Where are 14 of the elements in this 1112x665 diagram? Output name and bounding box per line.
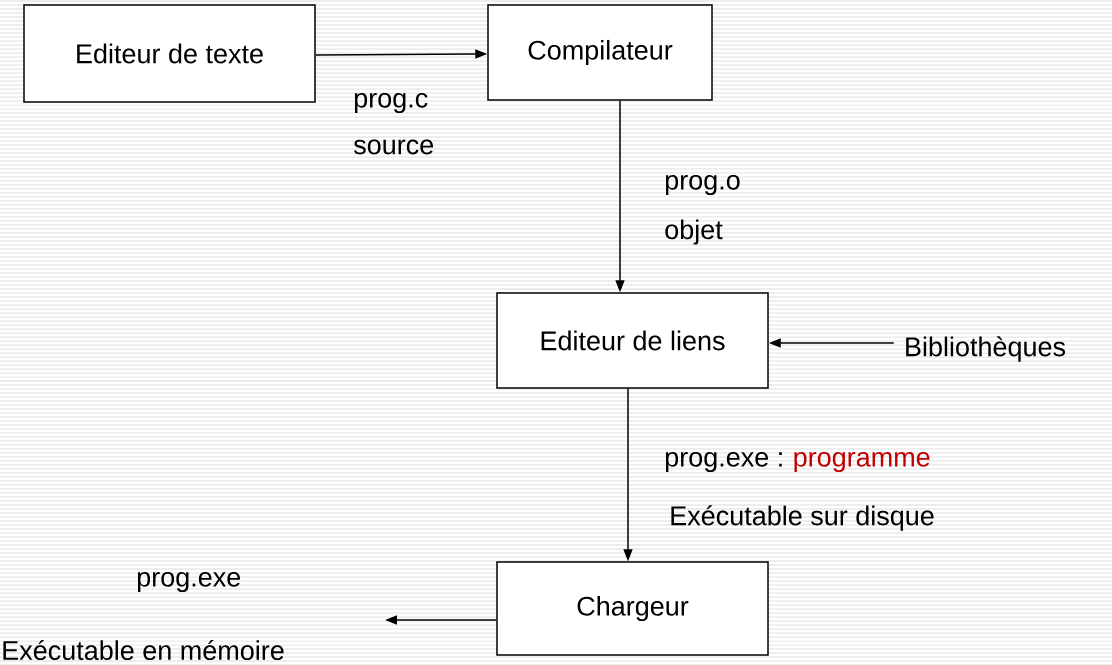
text-label: prog.o <box>665 174 740 196</box>
text-label: programme <box>794 451 930 473</box>
text-label: objet <box>665 219 723 245</box>
text-label: prog.exe : <box>665 451 782 473</box>
text-label: Exécutable sur disque <box>671 505 934 531</box>
text-label: source <box>353 139 434 155</box>
process-box: Chargeur <box>496 561 769 656</box>
text-label: Exécutable en mémoire <box>3 639 284 661</box>
process-box: Compilateur <box>487 4 713 101</box>
source-text: Bibliothèques <box>906 336 1066 362</box>
text-label: prog.c <box>354 92 428 114</box>
process-box: Editeur de texte <box>23 4 316 103</box>
text-label: prog.exe <box>137 571 241 593</box>
process-box: Editeur de liens <box>496 292 769 389</box>
